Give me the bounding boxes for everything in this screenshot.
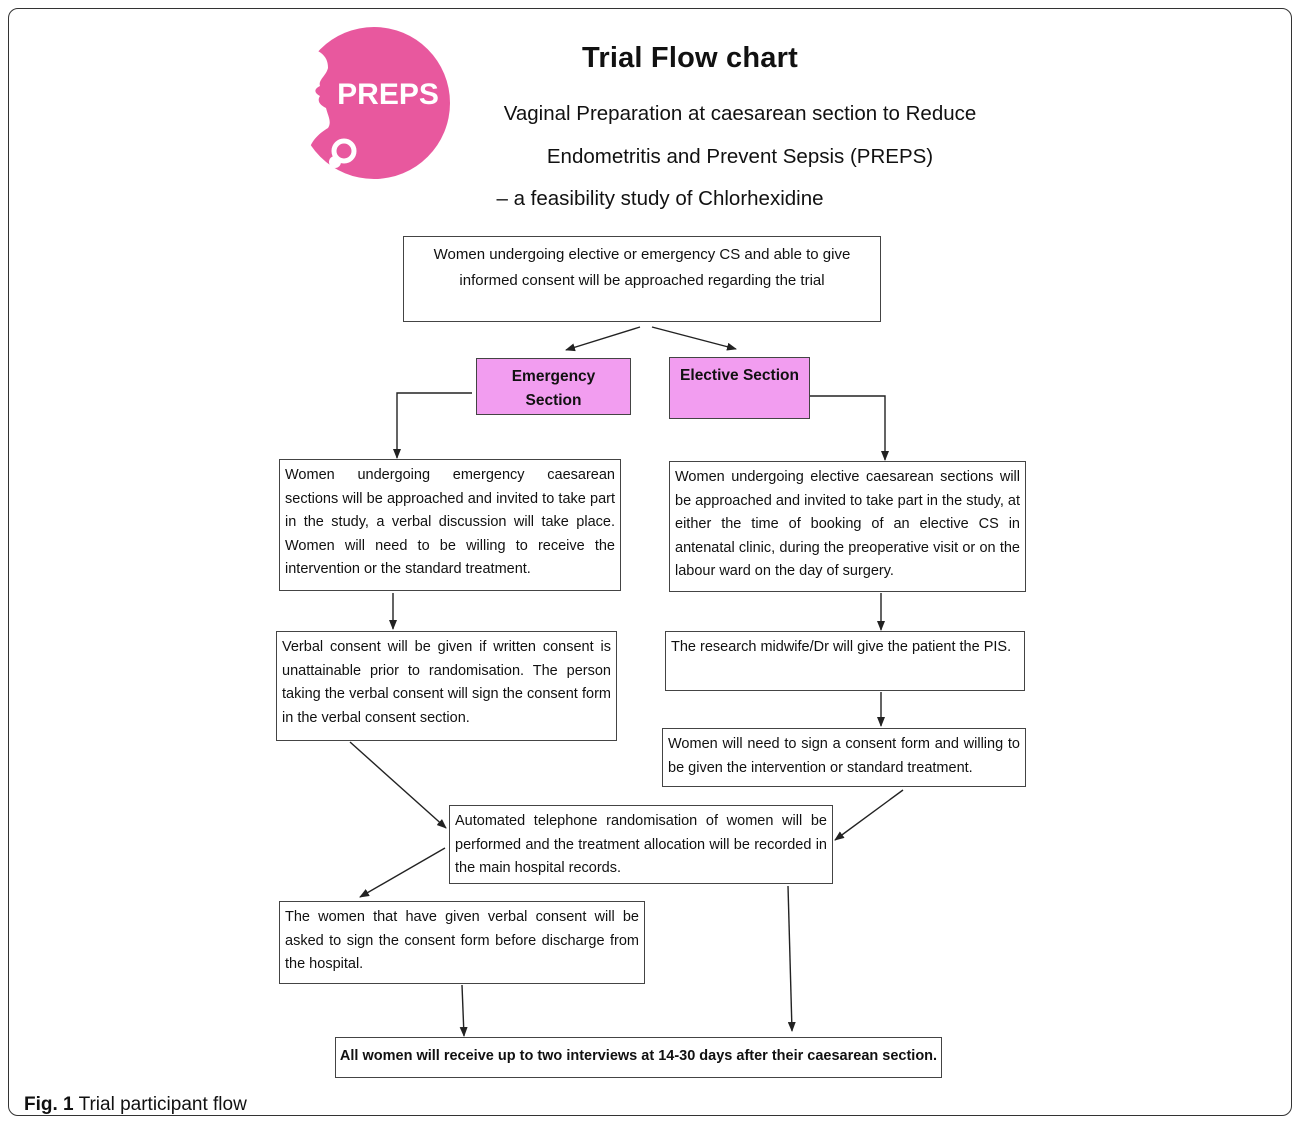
arrow-emergency-step2-to-randomisation bbox=[349, 741, 447, 829]
emergency-section-box: Emergency Section bbox=[476, 358, 631, 415]
chart-subtitle-line2: Endometritis and Prevent Sepsis (PREPS) bbox=[546, 145, 934, 168]
emergency-step1-box: Women undergoing emergency caesarean sec… bbox=[279, 459, 621, 591]
elective-step1-box: Women undergoing elective caesarean sect… bbox=[669, 461, 1026, 592]
arrow-randomisation-to-final bbox=[787, 885, 796, 1032]
arrow-elective-to-step1 bbox=[810, 395, 889, 461]
emergency-step2-box: Verbal consent will be given if written … bbox=[276, 631, 617, 741]
verbal-followup-box: The women that have given verbal consent… bbox=[279, 901, 645, 984]
chart-subtitle-line1: Vaginal Preparation at caesarean section… bbox=[503, 102, 977, 125]
figure-caption: Fig. 1 Trial participant flow bbox=[24, 1094, 247, 1116]
elective-step2-box: The research midwife/Dr will give the pa… bbox=[665, 631, 1025, 691]
caption-text: Trial participant flow bbox=[78, 1094, 247, 1115]
arrow-start-to-elective bbox=[651, 326, 737, 351]
preps-logo: PREPS bbox=[298, 27, 450, 179]
arrow-randomisation-to-verbal bbox=[359, 847, 446, 898]
chart-title: Trial Flow chart bbox=[582, 42, 798, 74]
randomisation-box: Automated telephone randomisation of wom… bbox=[449, 805, 833, 884]
arrow-start-to-emergency bbox=[565, 326, 641, 352]
caption-label: Fig. 1 bbox=[24, 1094, 74, 1115]
chart-subtitle-line3: – a feasibility study of Chlorhexidine bbox=[496, 187, 824, 210]
arrow-emergency-to-step1 bbox=[393, 392, 472, 459]
logo-text: PREPS bbox=[337, 78, 439, 111]
start-box: Women undergoing elective or emergency C… bbox=[403, 236, 881, 322]
elective-step3-box: Women will need to sign a consent form a… bbox=[662, 728, 1026, 787]
arrow-elective-step3-to-randomisation bbox=[834, 789, 904, 841]
final-box: All women will receive up to two intervi… bbox=[335, 1037, 942, 1078]
arrow-verbal-to-final bbox=[459, 984, 468, 1037]
elective-section-box: Elective Section bbox=[669, 357, 810, 419]
